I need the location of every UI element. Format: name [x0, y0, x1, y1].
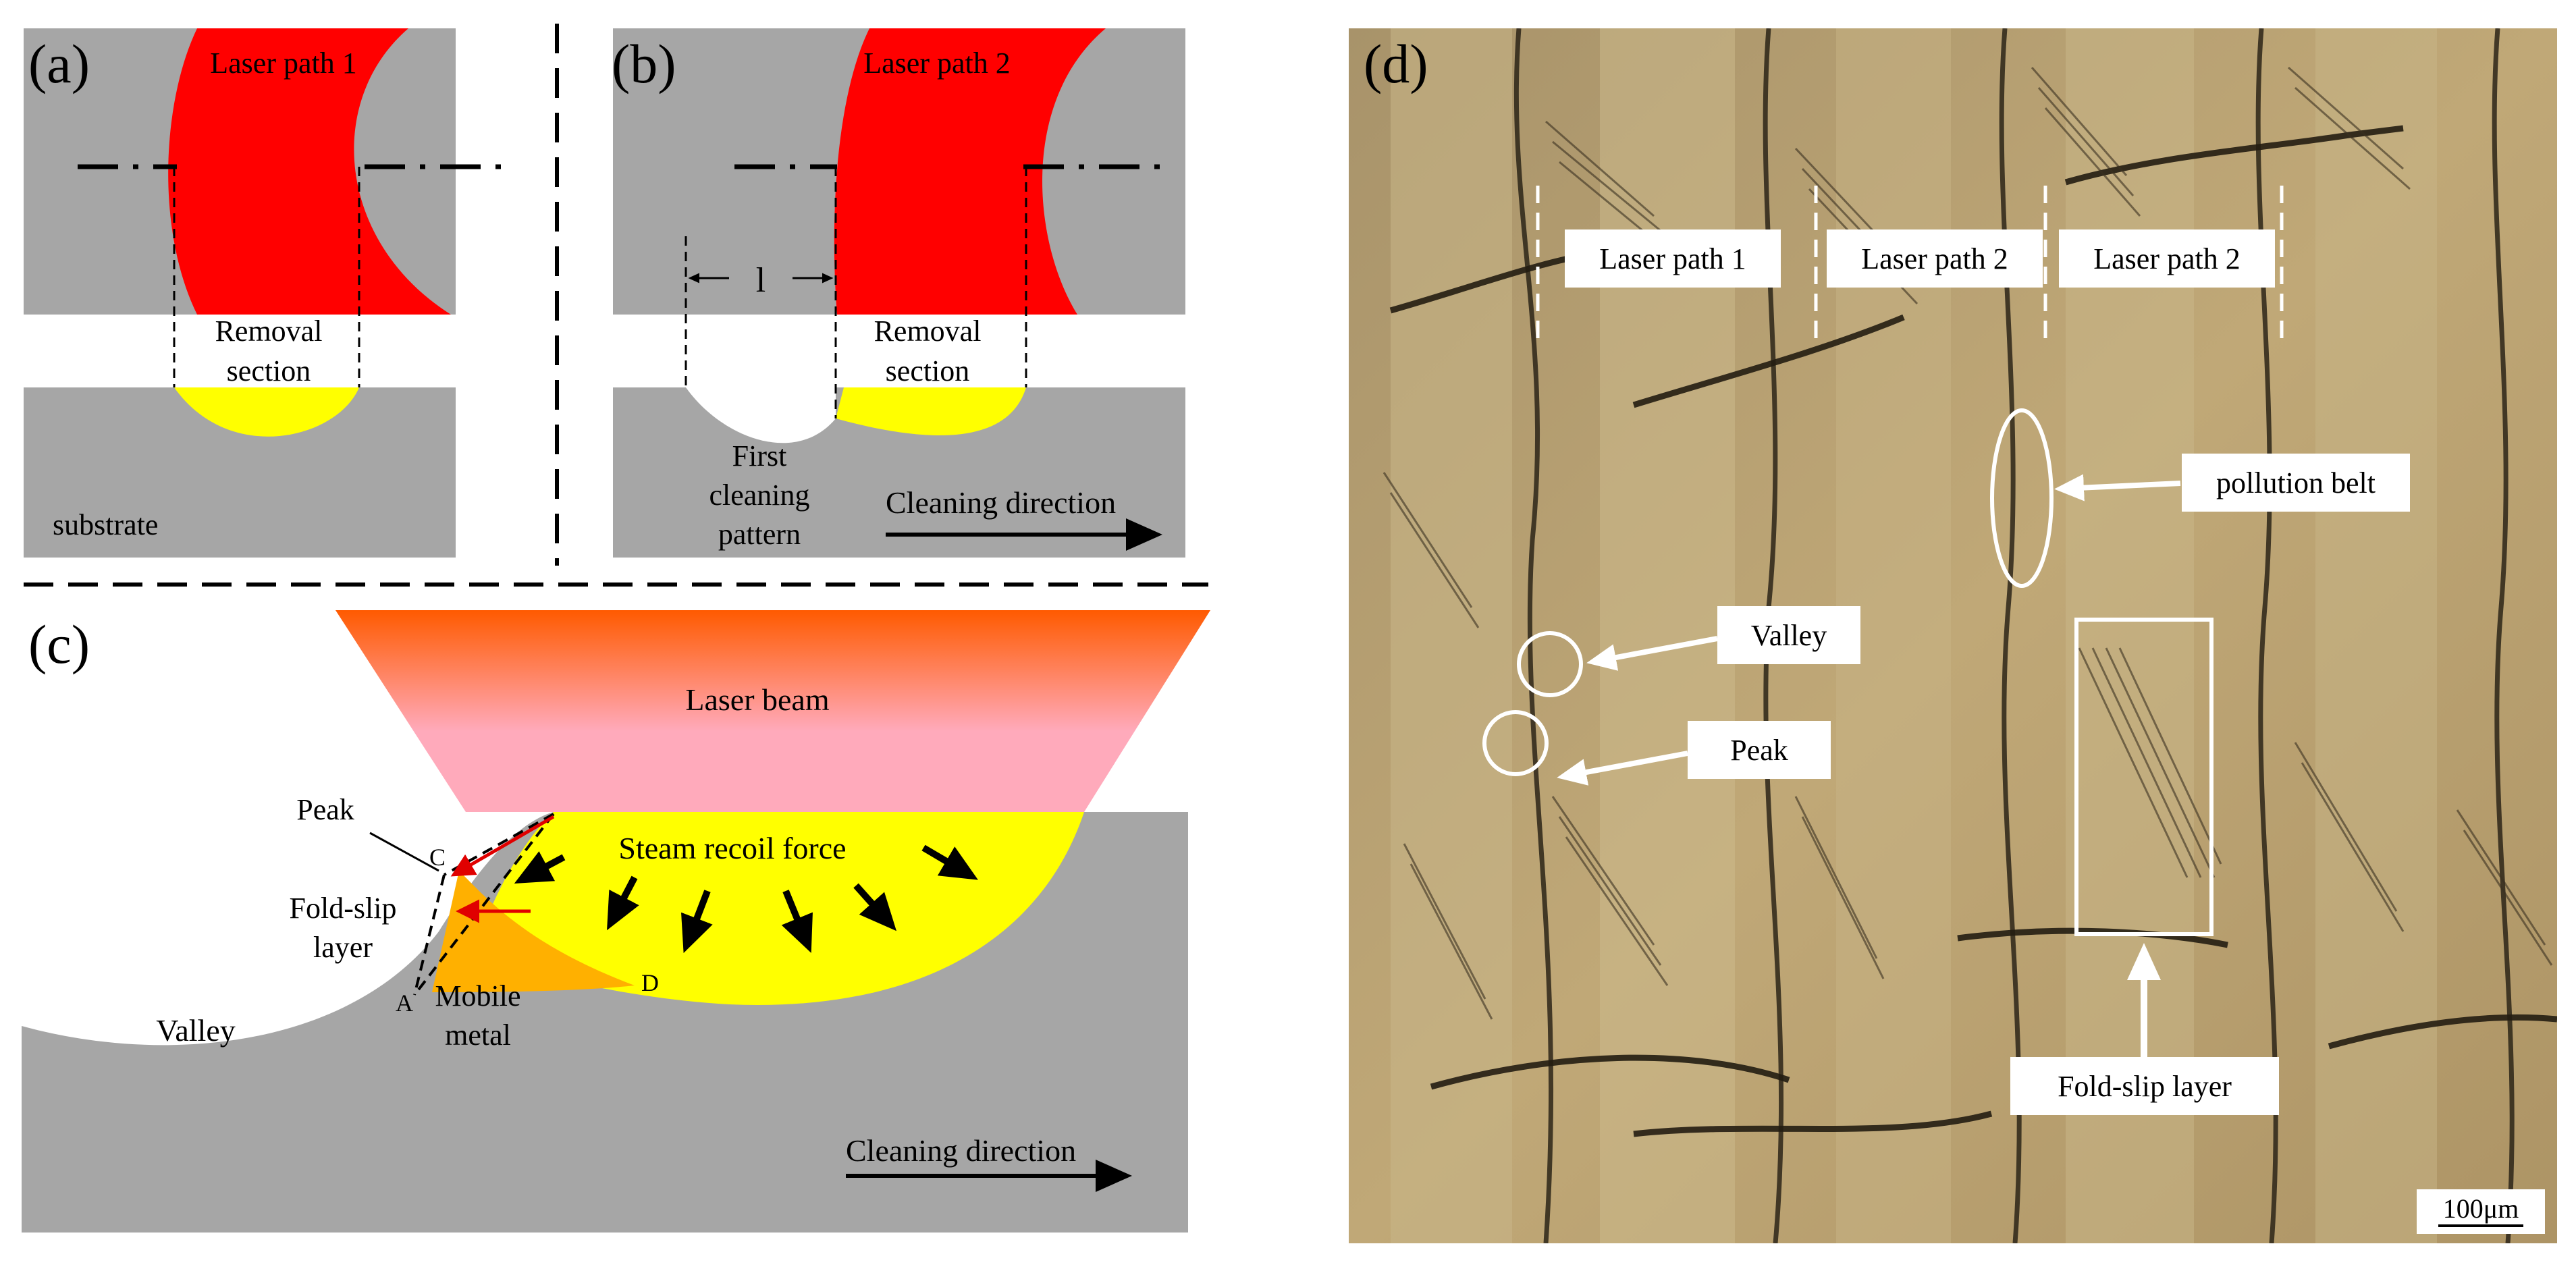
path2b-label-box	[2059, 229, 2275, 288]
point-a-label: A	[396, 990, 413, 1017]
removal-section-label-a-2: section	[227, 354, 311, 387]
fold-slip-label-d: Fold-slip layer	[2058, 1070, 2232, 1103]
peak-leader-line	[369, 832, 439, 872]
peak-label-c: Peak	[296, 793, 354, 826]
mobile-metal-label-2: metal	[445, 1019, 511, 1052]
cleaning-direction-label-c: Cleaning direction	[846, 1133, 1076, 1168]
fold-slip-label-c-2: layer	[313, 931, 373, 964]
scale-bar-label: 100μm	[2443, 1193, 2519, 1224]
fold-line-lower	[413, 813, 555, 996]
panel-a-label: (a)	[28, 33, 90, 94]
path1-label-box	[1565, 229, 1781, 288]
substrate-label: substrate	[53, 508, 158, 541]
first-cleaning-pattern-shape	[686, 387, 836, 443]
panel-d: Laser path 1 Laser path 2 Laser path 2 p…	[1349, 28, 2557, 1243]
valley-label-c: Valley	[156, 1013, 236, 1048]
peak-label-d: Peak	[1730, 734, 1788, 767]
removal-section-a	[174, 387, 359, 437]
first-cleaning-label-3: pattern	[718, 518, 801, 551]
red-arrow-upper	[450, 815, 555, 877]
laser-path-2-shape	[834, 28, 1106, 315]
first-cleaning-label-2: cleaning	[709, 479, 809, 512]
peak-marker-d	[1482, 710, 1549, 776]
laser-path-2-label: Laser path 2	[863, 47, 1010, 80]
panel-c: (c) Laser beam Steam recoil force Peak F…	[22, 610, 1210, 1233]
removal-section-label-b-2: section	[886, 354, 970, 387]
fold-line-ca	[413, 874, 446, 996]
pollution-belt-marker	[1990, 408, 2054, 588]
fold-line-upper	[444, 813, 554, 876]
removal-section-label-b-1: Removal	[874, 315, 982, 348]
panel-a: (a) Laser path 1 Removal section substra…	[24, 28, 506, 558]
point-c-label: C	[429, 844, 446, 871]
fold-slip-box	[2010, 1057, 2279, 1115]
fold-slip-label-c-1: Fold-slip	[290, 892, 397, 925]
path2a-label-box	[1827, 229, 2043, 288]
peak-box-d	[1688, 721, 1831, 779]
laser-beam-label: Laser beam	[685, 682, 829, 717]
path-boundaries	[1536, 186, 2284, 348]
removal-section-b	[836, 387, 1026, 435]
valley-marker-d	[1517, 631, 1583, 697]
valley-arrow-d	[1586, 636, 1718, 671]
panel-d-label: (d)	[1364, 33, 1428, 94]
laser-path-2b-label-d: Laser path 2	[2093, 242, 2240, 275]
valley-label-d: Valley	[1751, 619, 1827, 652]
removal-region-c	[473, 812, 1084, 1005]
panel-c-label: (c)	[28, 614, 90, 675]
pollution-belt-label: pollution belt	[2216, 466, 2376, 499]
cleaning-direction-label-b: Cleaning direction	[886, 485, 1116, 520]
micrograph-image	[1349, 28, 2557, 1243]
mobile-metal-label-1: Mobile	[435, 979, 520, 1012]
peak-arrow-d	[1557, 751, 1688, 786]
pollution-belt-arrow	[2054, 474, 2181, 502]
valley-box-d	[1717, 606, 1860, 664]
removal-section-label-a-1: Removal	[215, 315, 323, 348]
laser-path-2a-label-d: Laser path 2	[1861, 242, 2008, 275]
mobile-metal-shape	[432, 871, 635, 992]
pollution-belt-box	[2182, 454, 2410, 512]
laser-path-1-label-d: Laser path 1	[1599, 242, 1746, 275]
panel-b: l (b) Laser path 2 Removal section First…	[612, 28, 1185, 558]
fold-slip-marker	[2074, 618, 2213, 936]
first-cleaning-label-1: First	[732, 439, 787, 472]
laser-path-1-label: Laser path 1	[210, 47, 356, 80]
width-symbol: l	[756, 261, 766, 300]
laser-path-1-shape	[168, 28, 451, 315]
steam-recoil-label: Steam recoil force	[618, 831, 846, 865]
panel-b-label: (b)	[612, 33, 676, 94]
steam-force-arrows	[514, 844, 978, 954]
laser-beam-shape	[336, 610, 1210, 812]
point-d-label: D	[641, 969, 659, 996]
